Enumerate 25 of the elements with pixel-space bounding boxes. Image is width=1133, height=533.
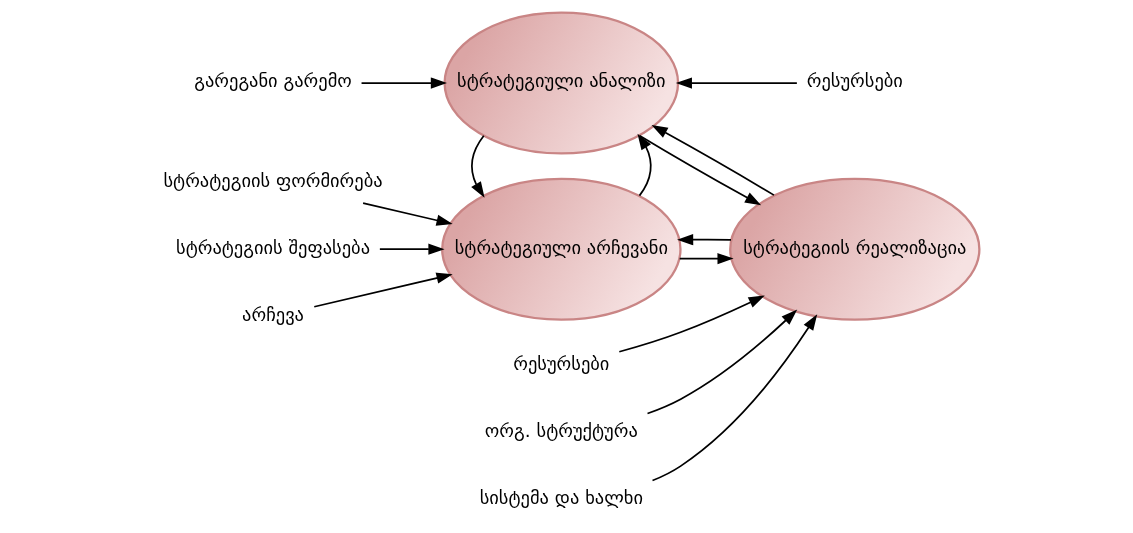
node-text: რესურსები — [513, 353, 610, 375]
arrow — [471, 134, 485, 198]
arrow — [618, 295, 765, 353]
arrow — [638, 134, 762, 206]
arrow — [677, 234, 732, 246]
arrow — [360, 77, 447, 89]
arrow — [362, 202, 453, 226]
node-text: სტრატეგიის ფორმირება — [163, 169, 383, 191]
arrow — [313, 272, 453, 308]
arrow — [651, 125, 775, 196]
arrow — [637, 133, 652, 197]
node-text: რესურსები — [806, 70, 903, 92]
node-text: ორგ. სტრუქტურა — [484, 420, 638, 442]
node-text: სისტემა და ხალხი — [479, 486, 643, 508]
arrow — [379, 243, 445, 255]
arrow — [675, 77, 798, 89]
node-ellipse: სტრატეგიული არჩევანი — [441, 177, 682, 321]
arrow — [678, 253, 734, 265]
node-text: სტრატეგიის შეფასება — [176, 236, 371, 258]
node-text: გარეგანი გარემო — [194, 70, 352, 92]
node-ellipse: სტრატეგიული ანალიზი — [443, 11, 680, 155]
node-ellipse: სტრატეგიის რეალიზაცია — [729, 177, 981, 321]
node-text: არჩევა — [242, 303, 304, 325]
arrow — [646, 309, 798, 415]
arrow — [651, 314, 818, 482]
